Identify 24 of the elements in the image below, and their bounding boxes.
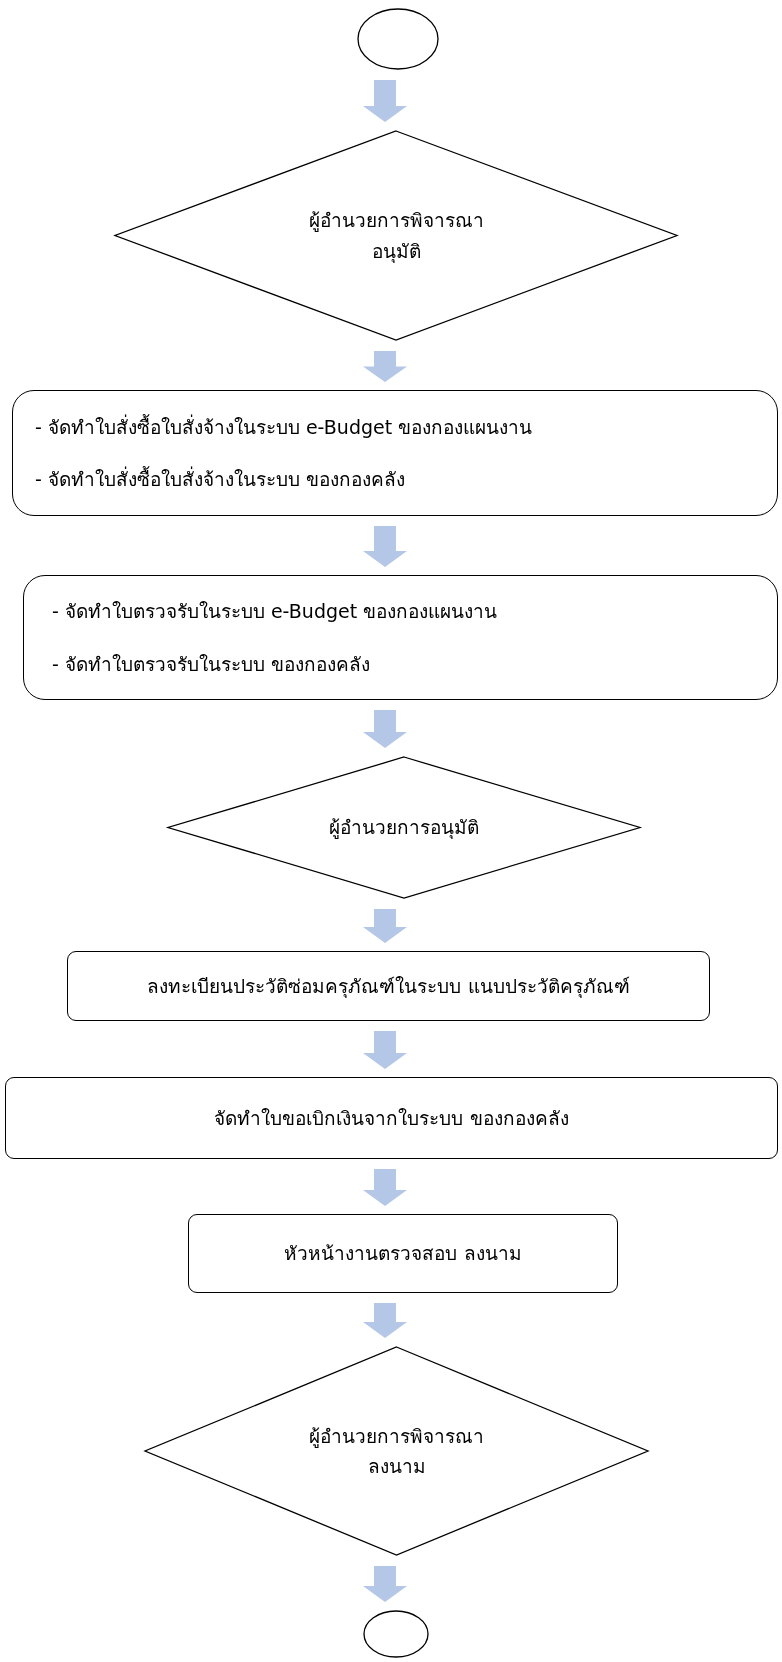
step-text: หัวหน้างานตรวจสอบ ลงนาม [284,1241,522,1267]
process-box [188,1214,618,1293]
step-text: ผู้อำนวยการอนุมัติ [329,815,479,841]
step-text: - จัดทำใบตรวจรับในระบบ e-Budget ของกองแผนงาน [52,599,498,625]
step-text: ผู้อำนวยการพิจารณา อนุมัติ [307,208,485,265]
block-arrow [363,1303,407,1338]
step-text: จัดทำใบขอเบิกเงินจากใบระบบ ของกองคลัง [214,1105,569,1131]
process-box [5,1077,778,1159]
block-arrow [363,1169,407,1206]
process-box [12,390,778,516]
block-arrow [363,80,407,122]
step-text: - จัดทำใบตรวจรับในระบบ ของกองคลัง [52,651,370,677]
step-text: - จัดทำใบสั่งซื้อใบสั่งจ้างในระบบ ของกองคลัง [35,465,405,492]
block-arrow [363,909,407,943]
step-text: - จัดทำใบสั่งซื้อใบสั่งจ้างในระบบ e-Budget ของกองแผนงาน [35,413,533,440]
process-box [67,951,710,1021]
block-arrow [363,526,407,567]
block-arrow [363,710,407,748]
block-arrow [363,351,407,382]
block-arrow [363,1566,407,1602]
step-text: ผู้อำนวยการพิจารณา ลงนาม [308,1423,485,1479]
block-arrow [363,1031,407,1069]
step-text: ลงทะเบียนประวัติซ่อมครุภัณฑ์ในระบบ แนบประวัติครุภัณฑ์ [147,973,630,1000]
process-box [23,575,778,700]
